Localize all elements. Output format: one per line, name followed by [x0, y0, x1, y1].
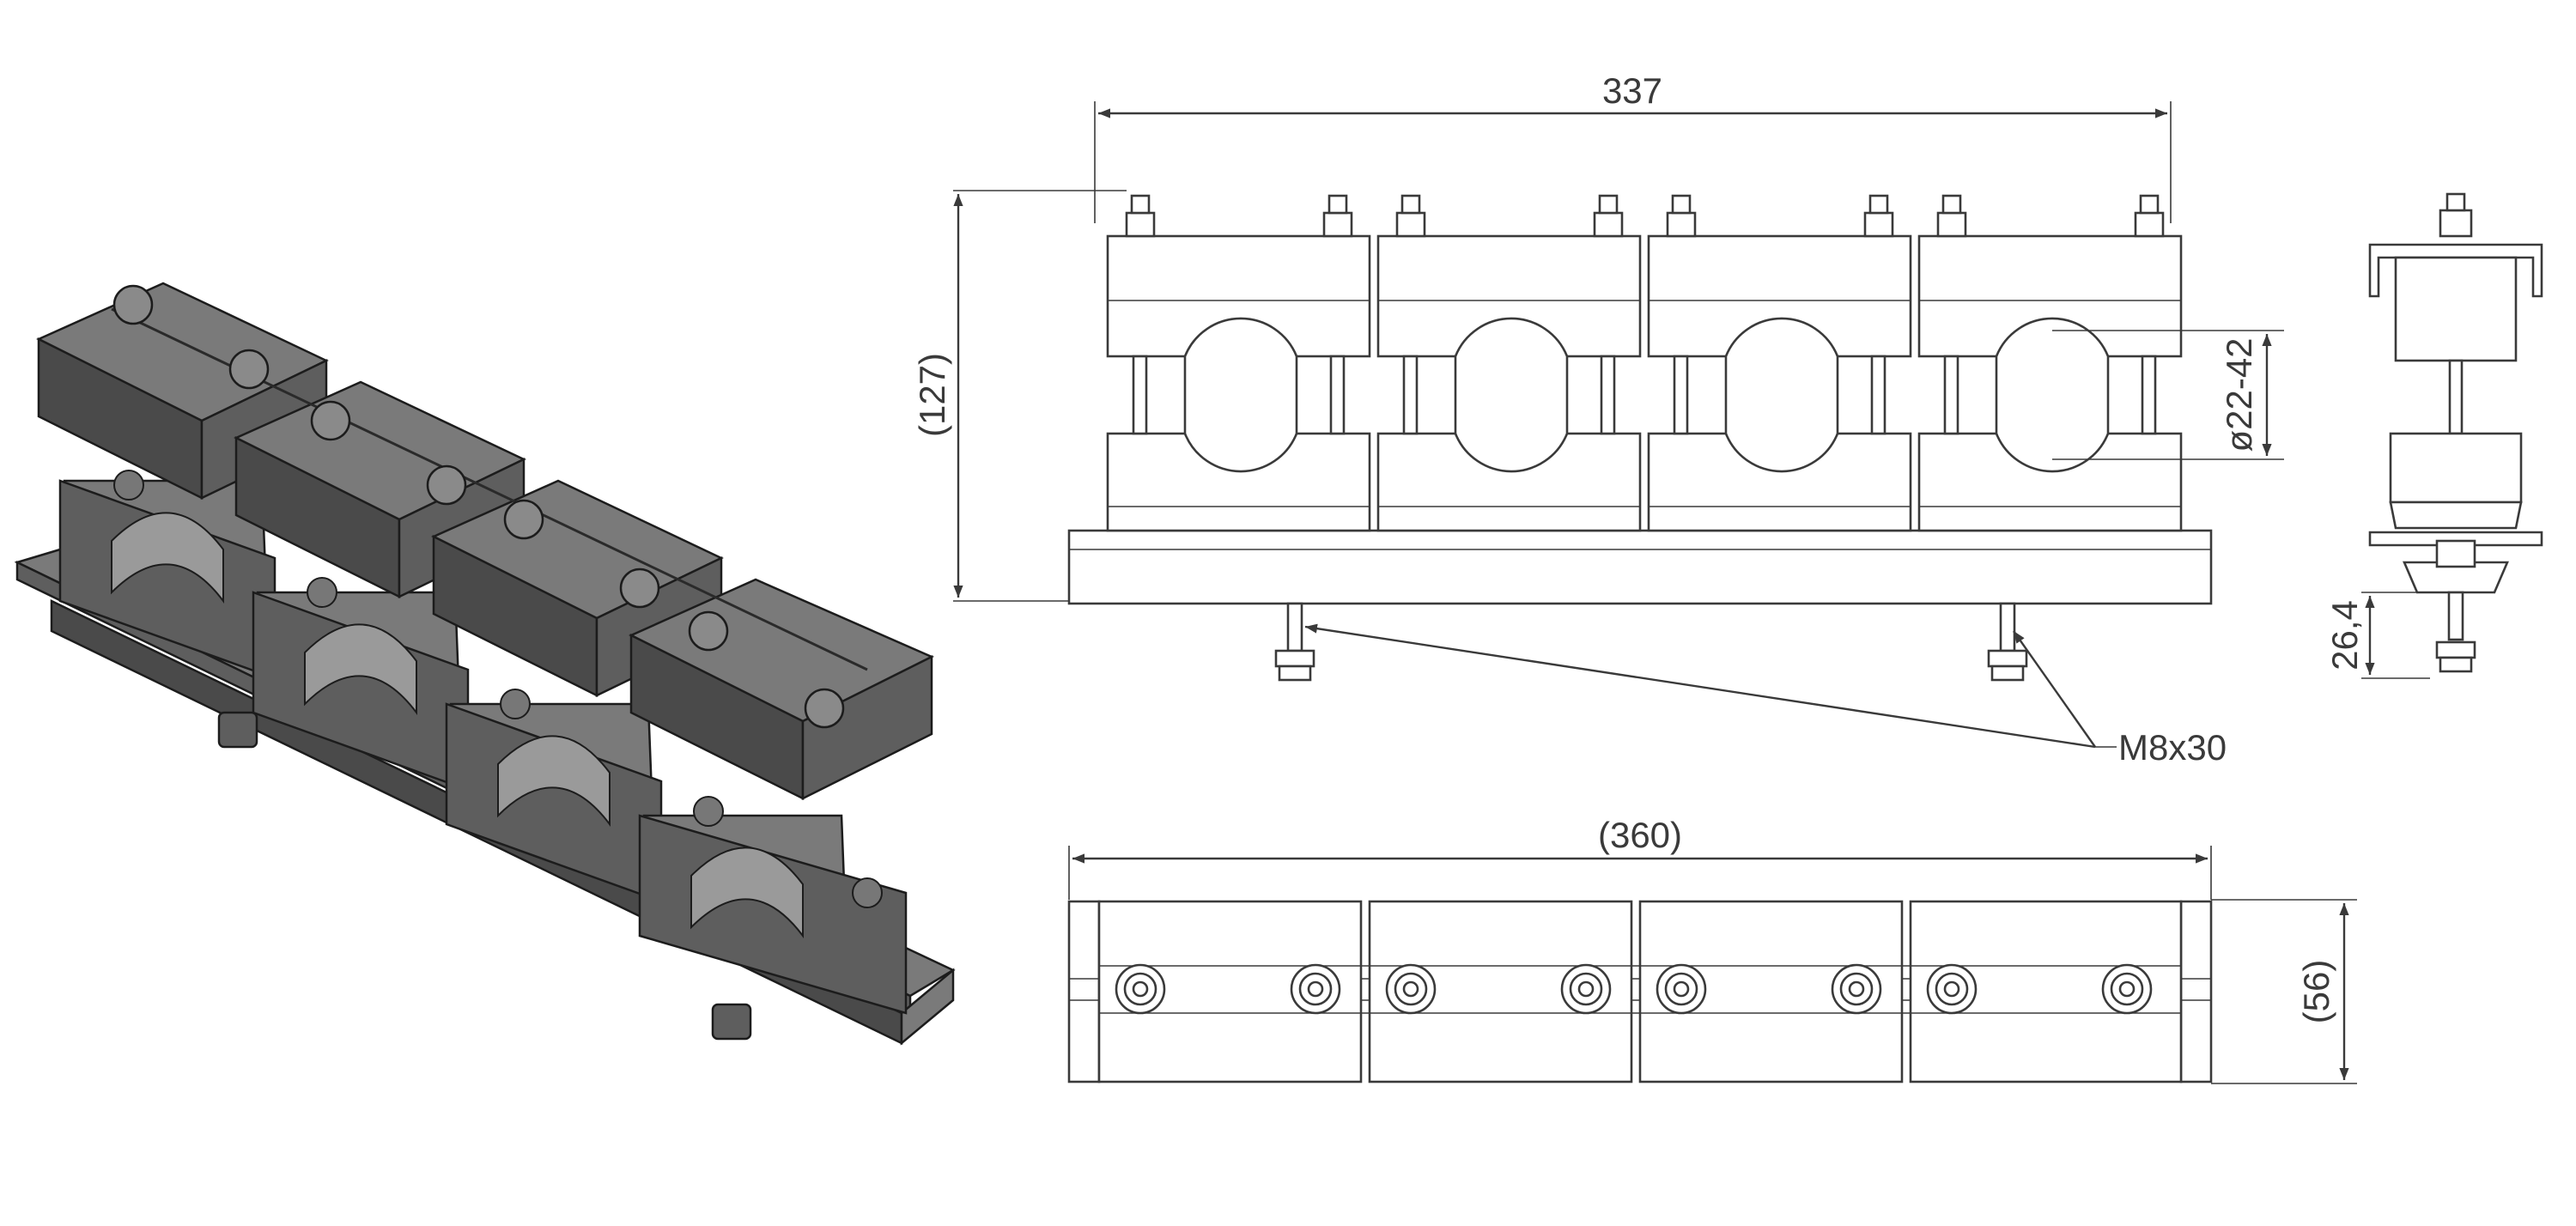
bolt-label: M8x30 — [2118, 727, 2227, 768]
side-view: 26,4 — [2324, 192, 2543, 679]
height-label: (127) — [912, 353, 952, 437]
front-view: 337 (127) ø22-42 M8x30 — [912, 70, 2284, 768]
pipe-diameter-label: ø22-42 — [2219, 337, 2259, 452]
rail-length-label: (360) — [1598, 815, 1682, 855]
top-view: (360) (56) — [1067, 815, 2357, 1084]
overall-length-label: 337 — [1602, 70, 1662, 111]
width-label: (56) — [2296, 960, 2336, 1024]
rail-height-label: 26,4 — [2324, 600, 2365, 671]
isometric-view — [14, 282, 956, 1046]
